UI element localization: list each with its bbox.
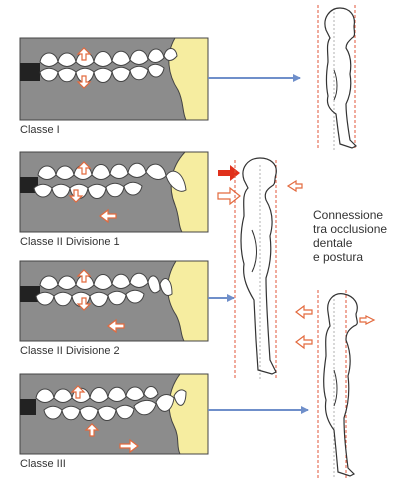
caption-line-4: e postura: [313, 250, 387, 264]
panel-label-classe-3: Classe III: [20, 458, 66, 471]
posture-figure-normal: [318, 5, 356, 150]
panel-classe-3: [20, 374, 208, 454]
posture-arrows-3: [296, 306, 374, 348]
panel-label-classe-2-div-1: Classe II Divisione 1: [20, 236, 120, 249]
posture-figure-backward-head: [318, 290, 357, 478]
panel-classe-2-div-2: [20, 261, 208, 341]
panel-label-classe-1: Classe I: [20, 124, 60, 137]
posture-figure-forward-head: [235, 158, 276, 380]
caption-line-2: tra occlusione: [313, 222, 387, 236]
panel-classe-2-div-1: [20, 152, 208, 232]
diagram-caption: Connessione tra occlusione dentale e pos…: [313, 208, 387, 264]
caption-line-3: dentale: [313, 236, 387, 250]
panel-classe-1: [20, 38, 208, 120]
panel-label-classe-2-div-2: Classe II Divisione 2: [20, 345, 120, 358]
caption-line-1: Connessione: [313, 208, 387, 222]
